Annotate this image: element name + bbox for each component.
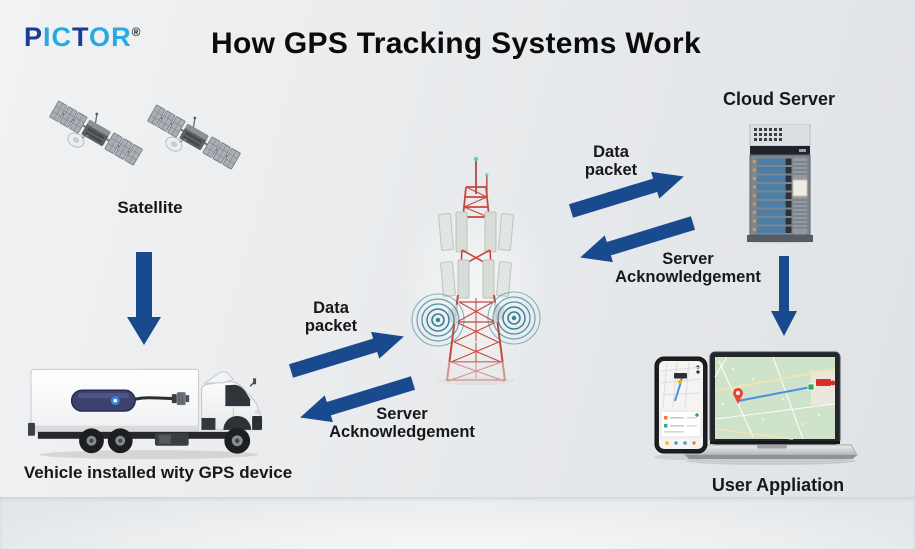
vehicle-icon bbox=[28, 366, 266, 461]
satellite-label: Satellite bbox=[117, 198, 183, 217]
gps-device-icon bbox=[70, 389, 190, 412]
laptop-icon bbox=[684, 351, 858, 459]
data-packet-label-right: Data packet bbox=[584, 143, 638, 180]
logo-letter: P bbox=[24, 22, 44, 52]
radio-waves-icon bbox=[411, 291, 541, 347]
pictor-logo: PICTOR® bbox=[24, 24, 140, 51]
logo-letter: O bbox=[89, 22, 112, 52]
logo-letter: T bbox=[72, 22, 90, 52]
page-title: How GPS Tracking Systems Work bbox=[211, 27, 701, 60]
user-application-label: User Appliation bbox=[711, 475, 845, 495]
satellite-icon bbox=[46, 94, 146, 189]
logo-letter: I bbox=[43, 22, 52, 52]
cloud-server-icon bbox=[747, 124, 813, 244]
data-packet-label-left: Data packet bbox=[304, 299, 358, 336]
user-devices-icon bbox=[653, 349, 858, 467]
smartphone-icon bbox=[654, 356, 708, 454]
server-acknowledgement-label-left: Server Acknowledgement bbox=[329, 405, 475, 442]
tower-antenna-panels bbox=[438, 211, 514, 253]
cloud-server-label: Cloud Server bbox=[722, 89, 836, 109]
server-to-user-arrow bbox=[770, 256, 798, 336]
server-acknowledgement-label-right: Server Acknowledgement bbox=[615, 250, 761, 287]
logo-letter: R bbox=[111, 22, 132, 52]
cell-tower-icon bbox=[396, 150, 556, 385]
tower-antenna-panels bbox=[440, 259, 512, 299]
registered-mark: ® bbox=[131, 25, 141, 39]
logo-letter: C bbox=[51, 22, 73, 52]
vehicle-label: Vehicle installed wity GPS device bbox=[23, 463, 293, 482]
floor-gradient bbox=[0, 497, 915, 549]
satellite-to-vehicle-arrow bbox=[127, 252, 161, 345]
satellite-icon bbox=[144, 98, 244, 193]
tower-lattice-upper bbox=[462, 186, 490, 218]
